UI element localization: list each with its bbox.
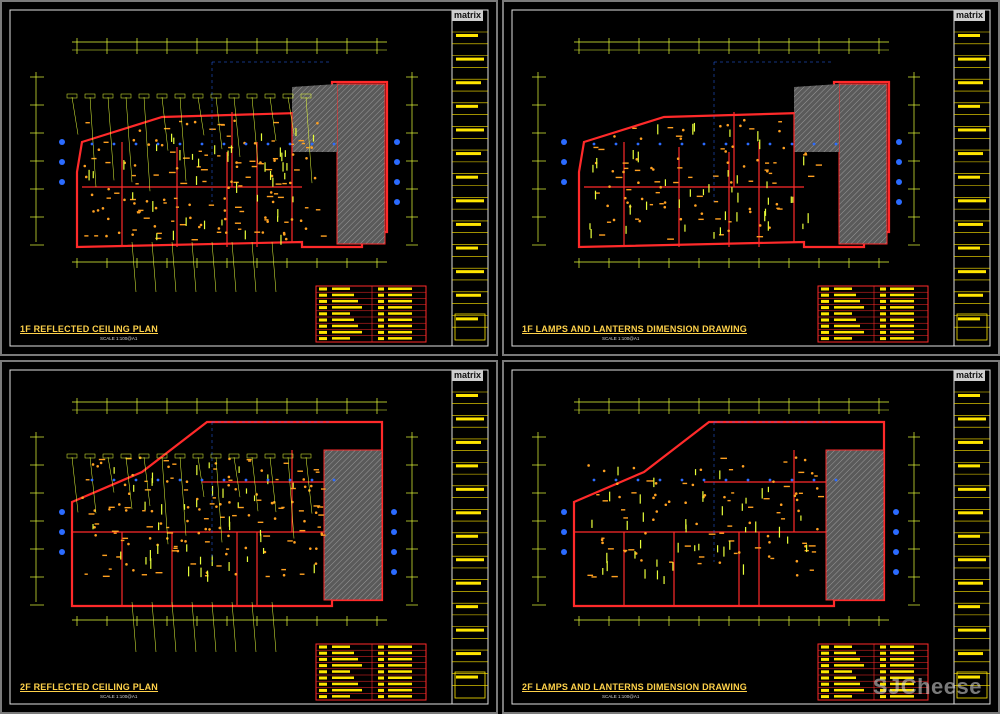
cad-drawing [511, 369, 991, 705]
matrix-logo: matrix [452, 370, 484, 381]
watermark: SJCheese [872, 674, 982, 699]
sheet-scale: SCALE 1:100@A1 [100, 694, 138, 699]
sheet-title: 2F LAMPS AND LANTERNS DIMENSION DRAWING [522, 682, 747, 692]
cad-drawing [9, 369, 489, 705]
cad-drawing [9, 9, 489, 347]
matrix-logo: matrix [954, 10, 986, 21]
matrix-logo: matrix [452, 10, 484, 21]
viewport-1f-lamps-dimension-drawing[interactable]: matrix 1F LAMPS AND LANTERNS DIMENSION D… [502, 0, 1000, 356]
viewport-1f-reflected-ceiling-plan[interactable]: matrix 1F REFLECTED CEILING PLAN SCALE 1… [0, 0, 498, 356]
sheet-title: 1F REFLECTED CEILING PLAN [20, 324, 159, 334]
viewport-2f-lamps-dimension-drawing[interactable]: matrix 2F LAMPS AND LANTERNS DIMENSION D… [502, 360, 1000, 714]
sheet-title: 1F LAMPS AND LANTERNS DIMENSION DRAWING [522, 324, 747, 334]
sheet-scale: SCALE 1:100@A1 [602, 336, 640, 341]
viewport-2f-reflected-ceiling-plan[interactable]: matrix 2F REFLECTED CEILING PLAN SCALE 1… [0, 360, 498, 714]
sheet-scale: SCALE 1:100@A1 [100, 336, 138, 341]
sheet-title: 2F REFLECTED CEILING PLAN [20, 682, 159, 692]
sheet-scale: SCALE 1:100@A1 [602, 694, 640, 699]
cad-drawing [511, 9, 991, 347]
matrix-logo: matrix [954, 370, 986, 381]
